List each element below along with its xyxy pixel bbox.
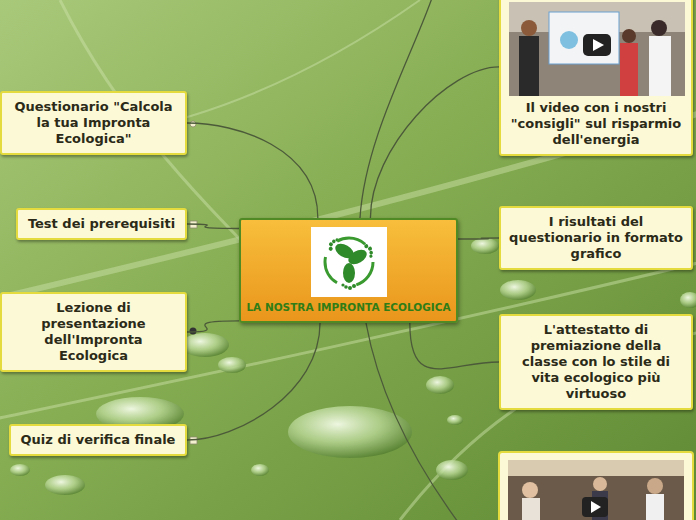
central-topic: LA NOSTRA IMPRONTA ECOLOGICA bbox=[239, 218, 458, 323]
branch-line bbox=[187, 321, 239, 332]
topic-text: Questionario "Calcola la tua Impronta Ec… bbox=[10, 99, 177, 147]
topic-text: Il video con i nostri "consigli" sul ris… bbox=[509, 100, 683, 148]
topic-box: Test dei prerequisiti bbox=[16, 208, 187, 240]
video-thumbnail bbox=[509, 2, 685, 96]
branch-line bbox=[187, 224, 239, 229]
branch-dot bbox=[190, 328, 197, 335]
topic-box: L'attestatto di premiazione della classe… bbox=[499, 314, 693, 410]
topic-text: I risultati del questionario in formato … bbox=[509, 214, 683, 262]
topic-box: Questionario "Calcola la tua Impronta Ec… bbox=[0, 91, 187, 155]
branch-line bbox=[458, 238, 499, 239]
topic-box: Lezione di presentazione dell'Impronta E… bbox=[0, 292, 187, 372]
branch-line bbox=[370, 67, 499, 218]
topic-text: Lezione di presentazione dell'Impronta E… bbox=[10, 300, 177, 364]
branch-line bbox=[410, 323, 499, 369]
video-topic-box: Il video con i nostri "consigli" sul ris… bbox=[499, 0, 693, 156]
branch-line bbox=[187, 123, 318, 218]
topic-box: Quiz di verifica finale bbox=[9, 424, 187, 456]
topic-text: Test dei prerequisiti bbox=[26, 216, 177, 232]
central-title: LA NOSTRA IMPRONTA ECOLOGICA bbox=[241, 301, 456, 314]
footprint-logo bbox=[311, 227, 387, 297]
topic-text: L'attestatto di premiazione della classe… bbox=[509, 322, 683, 402]
link-icons bbox=[190, 121, 197, 444]
bottom-video-card bbox=[499, 452, 693, 520]
topic-box: I risultati del questionario in formato … bbox=[499, 206, 693, 270]
topic-text: Quiz di verifica finale bbox=[19, 432, 177, 448]
branch-line bbox=[187, 323, 320, 440]
